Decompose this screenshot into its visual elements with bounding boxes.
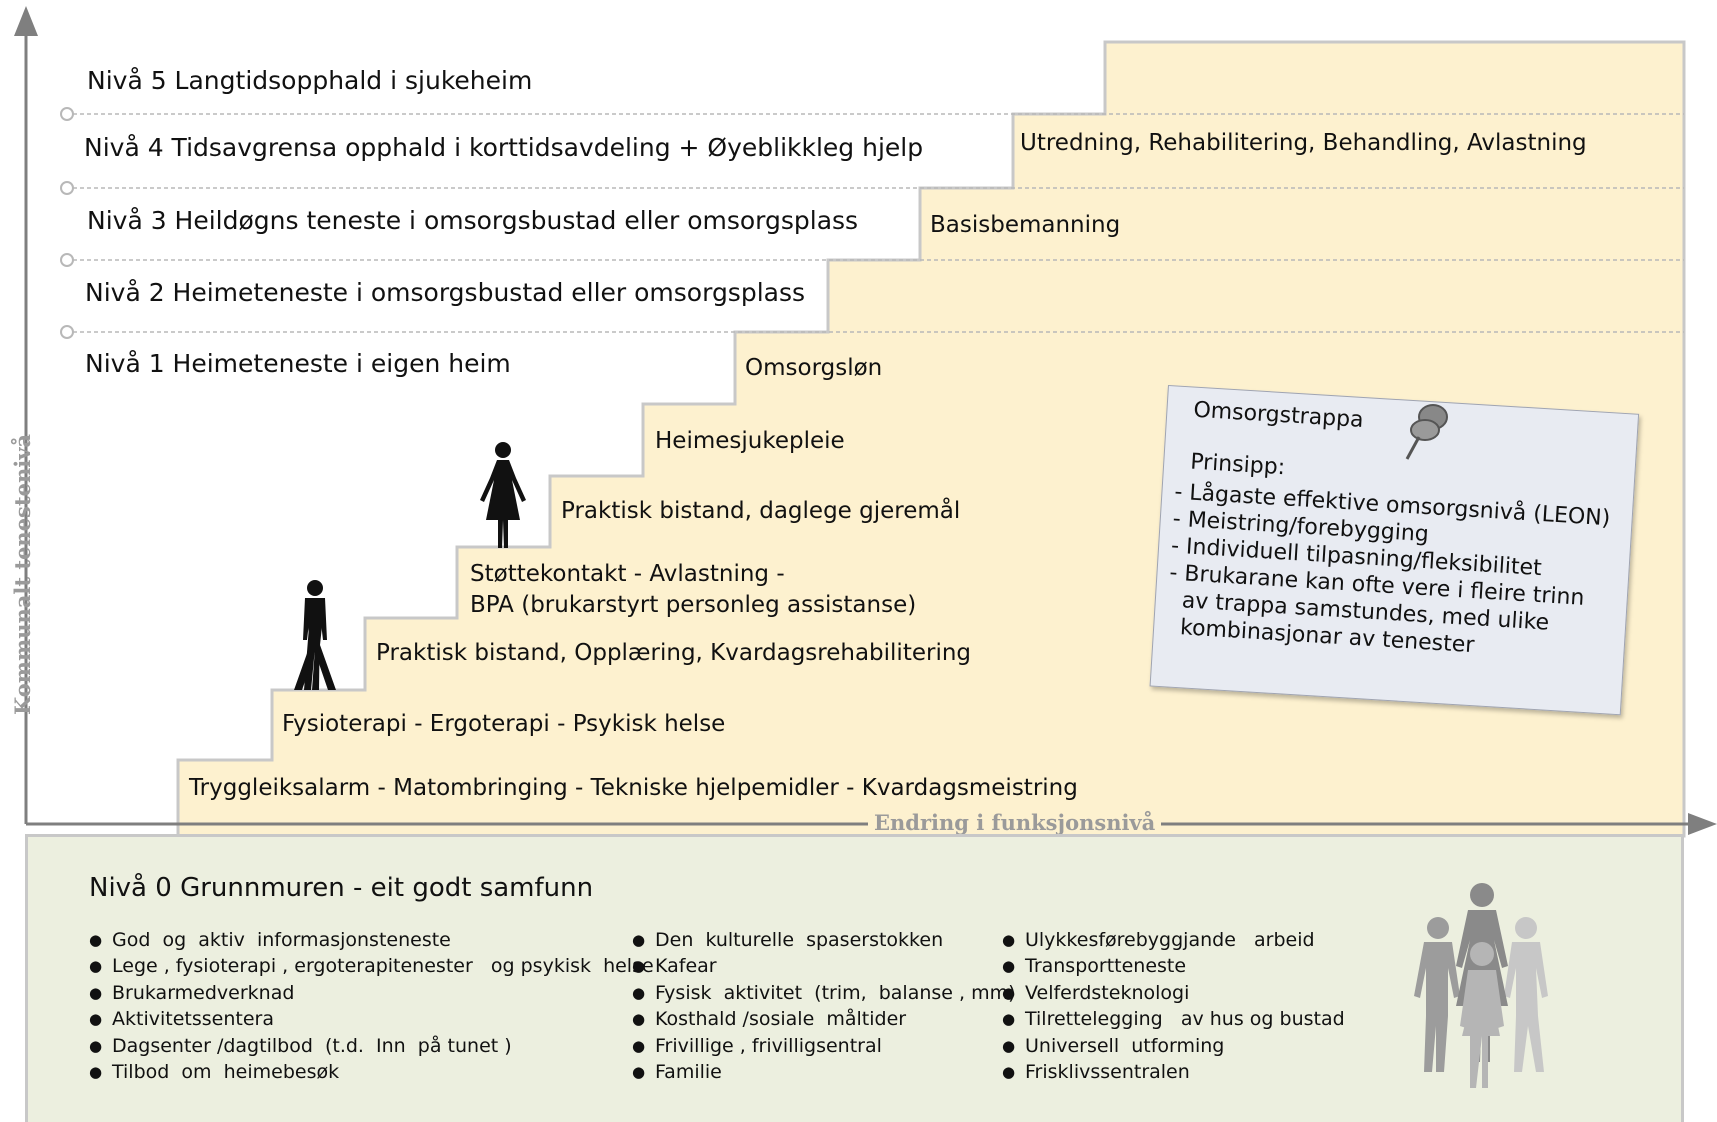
list-item: Tilbod om heimebesøk [89,1059,654,1086]
list-item: Familie [632,1059,1016,1086]
step-3-label: Praktisk bistand, Opplæring, Kvardagsreh… [376,640,972,666]
woman-icon [480,442,526,548]
ground-list-column-3: Ulykkesførebyggjande arbeid Transportten… [1002,927,1345,1086]
list-item: Aktivitetssentera [89,1006,654,1033]
note-principles-list: - Lågaste effektive omsorgsnivå (LEON) -… [1165,479,1611,667]
pushpin-icon [1405,404,1448,460]
ground-list-column-2: Den kulturelle spaserstokken Kafear Fysi… [632,927,1016,1086]
list-item: Ulykkesførebyggjande arbeid [1002,927,1345,954]
family-icon [1414,883,1548,1088]
note-heading: Prinsipp: [1189,449,1286,481]
list-item: Fysisk aktivitet (trim, balanse , mm) [632,980,1016,1007]
level-5-label: Nivå 5 Langtidsopphald i sjukeheim [87,66,533,95]
level-2-label: Nivå 2 Heimeteneste i omsorgsbustad elle… [85,278,806,307]
y-axis-label: Kommunalt tenestenivå [10,434,35,715]
level-3-label: Nivå 3 Heildøgns teneste i omsorgsbustad… [87,206,859,235]
axes [14,6,1717,835]
ground-list-column-1: God og aktiv informasjonsteneste Lege , … [89,927,654,1086]
level-4-service-label: Utredning, Rehabilitering, Behandling, A… [1020,130,1587,156]
list-item: Universell utforming [1002,1033,1345,1060]
step-4-label: Støttekontakt - Avlastning - BPA (brukar… [470,561,917,618]
list-item: Kafear [632,953,1016,980]
step-2-label: Fysioterapi - Ergoterapi - Psykisk helse [282,711,726,737]
list-item: God og aktiv informasjonsteneste [89,927,654,954]
step-1-label: Tryggleiksalarm - Matombringing - Teknis… [189,775,1078,801]
step-6-label: Heimesjukepleie [655,428,845,454]
level-1-label: Nivå 1 Heimeteneste i eigen heim [85,349,511,378]
level-markers [60,107,74,339]
step-7-label: Omsorgsløn [745,355,883,381]
note-title: Omsorgstrappa [1192,397,1365,433]
level-4-label: Nivå 4 Tidsavgrensa opphald i korttidsav… [84,133,924,162]
step-5-label: Praktisk bistand, daglege gjeremål [561,498,961,524]
list-item: Velferdsteknologi [1002,980,1345,1007]
x-axis-label: Endring i funksjonsnivå [868,810,1162,835]
level-3-service-label: Basisbemanning [930,212,1121,238]
level-divider-lines [73,113,1684,333]
list-item: Lege , fysioterapi , ergoterapitenester … [89,953,654,980]
ground-level-title: Nivå 0 Grunnmuren - eit godt samfunn [89,873,594,903]
man-icon [294,580,336,690]
list-item: Transportteneste [1002,953,1345,980]
list-item: Dagsenter /dagtilbod (t.d. Inn på tunet … [89,1033,654,1060]
list-item: Frivillige , frivilligsentral [632,1033,1016,1060]
list-item: Den kulturelle spaserstokken [632,927,1016,954]
list-item: Frisklivssentralen [1002,1059,1345,1086]
list-item: Kosthald /sosiale måltider [632,1006,1016,1033]
list-item: Brukarmedverknad [89,980,654,1007]
list-item: Tilrettelegging av hus og bustad [1002,1006,1345,1033]
